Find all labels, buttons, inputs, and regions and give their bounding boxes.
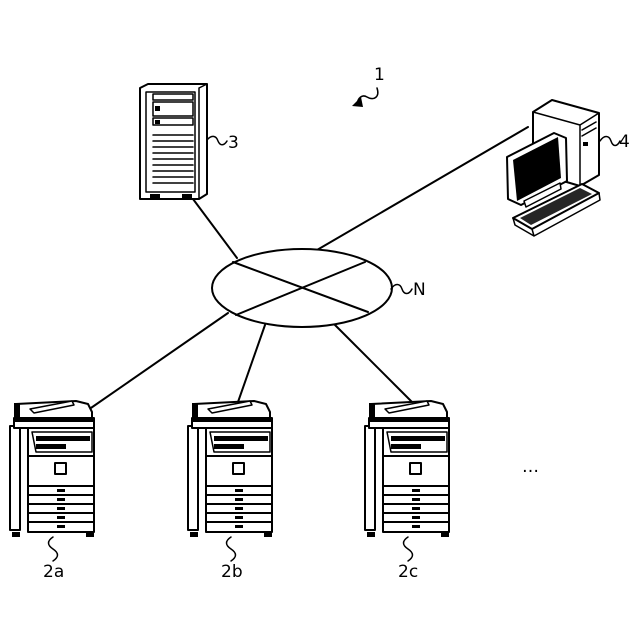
link-printer-c: [335, 325, 412, 402]
printer-2c: 2c: [365, 401, 449, 582]
pc-tower-button: [583, 142, 588, 146]
printer-2a: 2a: [10, 401, 94, 582]
server-icon: 3: [140, 84, 239, 199]
printer-2c-label: 2c: [398, 562, 418, 582]
printer-2b-label: 2b: [221, 562, 243, 582]
terminal-leader-line: [600, 137, 620, 146]
network-label: N: [413, 280, 426, 300]
link-terminal: [317, 127, 528, 250]
terminal-icon: 4: [507, 100, 630, 236]
link-printer-a: [88, 313, 228, 410]
terminal-label: 4: [619, 132, 630, 152]
system-arrow-head-icon: [352, 97, 363, 107]
server-drive-bay-1: [153, 94, 193, 100]
link-server: [193, 199, 237, 258]
server-label: 3: [228, 133, 239, 153]
more-devices-ellipsis: …: [522, 457, 539, 477]
printer-2b-icon: [188, 401, 272, 561]
server-foot-right: [182, 194, 192, 199]
network-leader-line: [391, 285, 412, 294]
link-printer-b: [238, 325, 265, 402]
server-led-1: [155, 106, 160, 111]
server-leader-line: [207, 136, 227, 144]
system-label: 1: [374, 65, 385, 85]
server-led-2: [155, 120, 160, 124]
server-foot-left: [150, 194, 160, 199]
network-cloud: N: [212, 249, 426, 327]
printer-2b: 2b: [188, 401, 272, 582]
printer-2c-icon: [365, 401, 449, 561]
printer-2a-icon: [10, 401, 94, 561]
system-reference: 1: [352, 65, 385, 107]
printer-2a-label: 2a: [43, 562, 64, 582]
